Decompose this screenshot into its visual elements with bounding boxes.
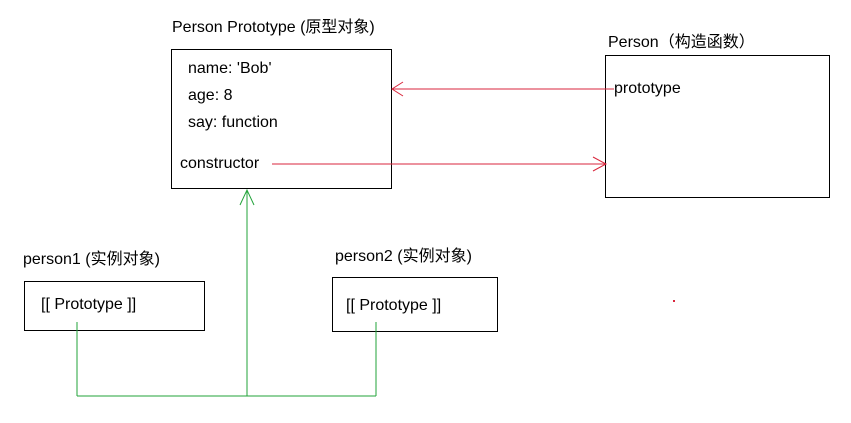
constructor-function-box: [605, 55, 830, 198]
constructor-link-arrow: [272, 156, 608, 172]
person1-prototype-slot: [[ Prototype ]]: [41, 296, 137, 313]
constructor-label: constructor: [180, 155, 260, 172]
constructor-function-title: Person（构造函数）: [608, 34, 755, 51]
prototype-object-box: [171, 49, 392, 189]
person2-title: person2 (实例对象): [335, 248, 472, 265]
stray-dot: [673, 300, 675, 302]
person2-box: [332, 277, 498, 332]
person1-box: [24, 281, 205, 331]
person1-title: person1 (实例对象): [23, 251, 160, 268]
person2-prototype-slot: [[ Prototype ]]: [346, 297, 442, 314]
prop-name: name: 'Bob': [188, 60, 272, 77]
prototype-label: prototype: [614, 80, 681, 97]
prop-say: say: function: [188, 114, 278, 131]
prop-age: age: 8: [188, 87, 233, 104]
prototype-link-arrow: [391, 81, 614, 97]
instance-link-arrow: [76, 188, 377, 397]
prototype-object-title: Person Prototype (原型对象): [172, 19, 375, 36]
